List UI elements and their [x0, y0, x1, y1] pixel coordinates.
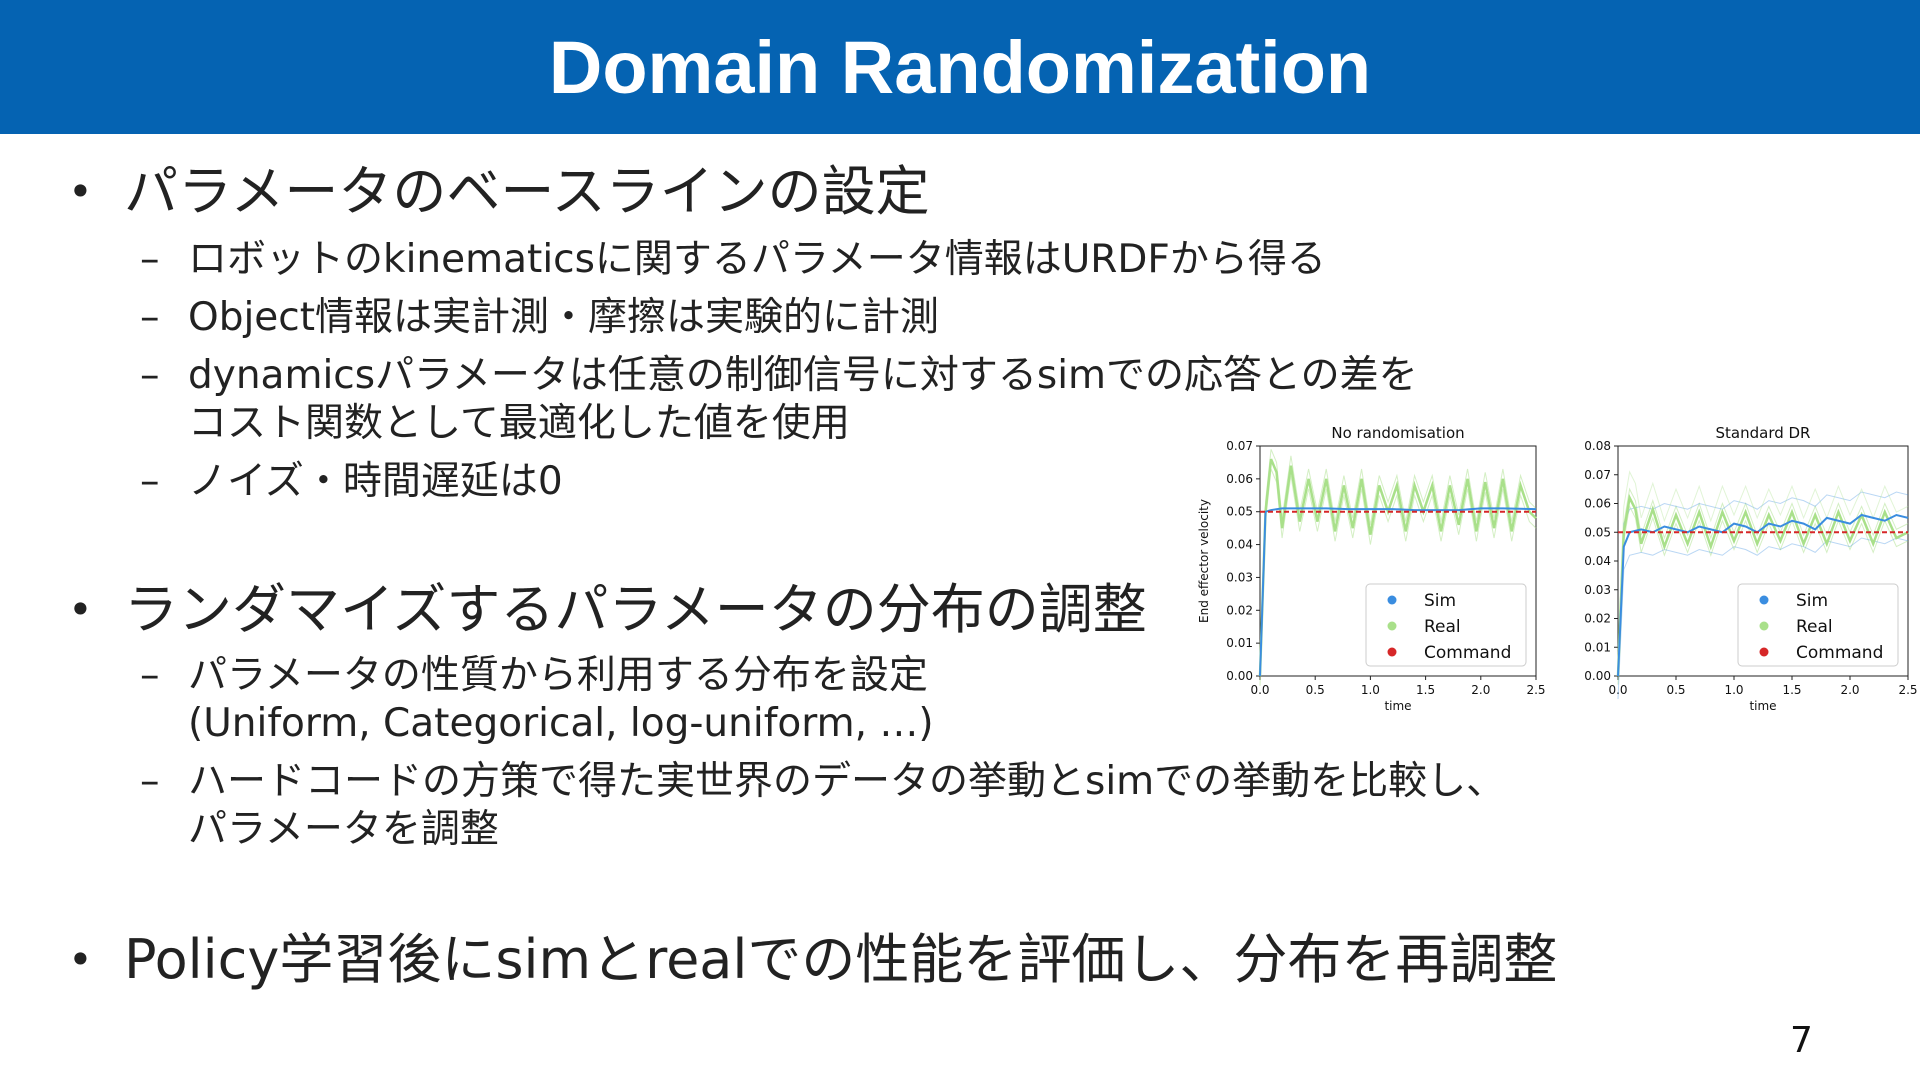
- bullet-dot-icon: •: [68, 935, 93, 984]
- plot-frame: [1259, 445, 1537, 677]
- chart-title: Standard DR: [1716, 424, 1811, 442]
- x-tick-label: 1.5: [1782, 683, 1801, 697]
- legend-marker-sim: [1759, 595, 1769, 605]
- sub-item-text: Object情報は実計測・摩擦は実験的に計測: [188, 295, 940, 340]
- y-axis-label: End effector velocity: [1198, 499, 1211, 623]
- sub-item-text: パラメータの性質から利用する分布を設定: [188, 653, 928, 698]
- bullet-dot-icon: •: [68, 167, 93, 216]
- y-tick-label: 0.04: [1226, 538, 1253, 552]
- series-line-sim: [1259, 507, 1537, 677]
- legend-marker-command: [1387, 647, 1397, 657]
- y-tick-label: 0.03: [1226, 570, 1253, 584]
- legend-box: [1365, 583, 1527, 667]
- y-tick-label: 0.04: [1584, 554, 1611, 568]
- dash-icon: –: [140, 459, 160, 504]
- sub-item-text-continued: (Uniform, Categorical, log-uniform, …): [188, 701, 934, 746]
- sub-item-text: ロボットのkinematicsに関するパラメータ情報はURDFから得る: [188, 237, 1326, 282]
- y-tick-label: 0.05: [1584, 525, 1611, 539]
- legend-label-command: Command: [1796, 643, 1883, 663]
- series-line-real: [1616, 493, 1909, 677]
- bullet-1-text: パラメータのベースラインの設定: [124, 160, 930, 223]
- dash-icon: –: [140, 353, 160, 398]
- x-axis-label: time: [1384, 699, 1411, 713]
- sim-variation-line: [1617, 537, 1909, 700]
- slide-title: Domain Randomization: [548, 25, 1372, 109]
- sub-item-text-continued: パラメータを調整: [188, 807, 499, 852]
- dash-icon: –: [140, 237, 160, 282]
- y-tick-label: 0.08: [1584, 439, 1611, 453]
- x-tick-label: 1.0: [1724, 683, 1743, 697]
- x-tick-label: 2.5: [1898, 683, 1917, 697]
- x-tick-label: 2.0: [1840, 683, 1859, 697]
- x-tick-label: 2.5: [1526, 683, 1545, 697]
- series-line-real: [1258, 458, 1537, 677]
- y-tick-label: 0.01: [1226, 636, 1253, 650]
- x-tick-label: 0.0: [1608, 683, 1627, 697]
- x-tick-label: 0.5: [1306, 683, 1325, 697]
- y-tick-label: 0.02: [1584, 612, 1611, 626]
- chart-title: No randomisation: [1331, 424, 1464, 442]
- sub-item-2-1: –パラメータの性質から利用する分布を設定 (Uniform, Categoric…: [140, 652, 934, 748]
- y-tick-label: 0.03: [1584, 583, 1611, 597]
- sub-item-2-2: –ハードコードの方策で得た実世界のデータの挙動とsimでの挙動を比較し、 パラメ…: [140, 758, 1505, 854]
- legend-label-command: Command: [1424, 643, 1511, 663]
- sub-item-text-continued: コスト関数として最適化した値を使用: [188, 401, 850, 446]
- legend-label-sim: Sim: [1796, 591, 1828, 611]
- page-number: 7: [1790, 1020, 1813, 1061]
- x-tick-label: 0.0: [1250, 683, 1269, 697]
- bullet-dot-icon: •: [68, 585, 93, 634]
- legend-label-real: Real: [1796, 617, 1833, 637]
- sub-item-1-3: –dynamicsパラメータは任意の制御信号に対するsimでの応答との差を コス…: [140, 352, 1418, 448]
- y-tick-label: 0.07: [1584, 468, 1611, 482]
- x-tick-label: 1.0: [1361, 683, 1380, 697]
- title-bar: Domain Randomization: [0, 0, 1920, 134]
- chart-no-randomisation: No randomisation 0.00 0.01 0.02 0.03 0.04 0.05…: [1198, 424, 1546, 713]
- x-axis-label: time: [1749, 699, 1776, 713]
- y-tick-label: 0.00: [1584, 669, 1611, 683]
- bullet-2-text: ランダマイズするパラメータの分布の調整: [124, 578, 1147, 641]
- sub-item-1-1: –ロボットのkinematicsに関するパラメータ情報はURDFから得る: [140, 236, 1326, 284]
- bullet-1: • パラメータのベースラインの設定: [68, 162, 930, 222]
- y-tick-label: 0.02: [1226, 603, 1253, 617]
- y-tick-label: 0.01: [1584, 640, 1611, 654]
- sub-item-text: dynamicsパラメータは任意の制御信号に対するsimでの応答との差を: [188, 353, 1418, 398]
- dash-icon: –: [140, 653, 160, 698]
- dash-icon: –: [140, 759, 160, 804]
- legend-label-real: Real: [1424, 617, 1461, 637]
- legend-marker-command: [1759, 647, 1769, 657]
- sub-item-text: ノイズ・時間遅延は0: [188, 459, 563, 504]
- x-tick-label: 0.5: [1666, 683, 1685, 697]
- dash-icon: –: [140, 295, 160, 340]
- y-tick-label: 0.05: [1226, 505, 1253, 519]
- real-variation-line: [1617, 504, 1909, 685]
- legend-marker-sim: [1387, 595, 1397, 605]
- real-variation-line: [1259, 449, 1537, 667]
- legend-marker-real: [1387, 621, 1397, 631]
- bullet-2: • ランダマイズするパラメータの分布の調整: [68, 580, 1147, 640]
- real-variation-line: [1617, 470, 1909, 651]
- x-tick-label: 2.0: [1471, 683, 1490, 697]
- y-tick-label: 0.07: [1226, 439, 1253, 453]
- sub-item-1-2: –Object情報は実計測・摩擦は実験的に計測: [140, 294, 939, 342]
- legend-marker-real: [1759, 621, 1769, 631]
- x-tick-label: 1.5: [1416, 683, 1435, 697]
- sub-item-1-4: –ノイズ・時間遅延は0: [140, 458, 563, 506]
- y-tick-label: 0.06: [1584, 497, 1611, 511]
- legend-label-sim: Sim: [1424, 591, 1456, 611]
- bullet-3-text: Policy学習後にsimとrealでの性能を評価し、分布を再調整: [124, 928, 1558, 991]
- chart-standard-dr: Standard DR 0.00 0.01 0.02 0.03 0.04 0.05 0.06 0…: [1584, 424, 1917, 713]
- legend-box: [1737, 583, 1899, 667]
- sub-item-text: ハードコードの方策で得た実世界のデータの挙動とsimでの挙動を比較し、: [188, 759, 1506, 804]
- bullet-3: • Policy学習後にsimとrealでの性能を評価し、分布を再調整: [68, 930, 1557, 990]
- y-tick-label: 0.00: [1226, 669, 1253, 683]
- sim-variation-line: [1617, 491, 1909, 654]
- y-tick-label: 0.06: [1226, 472, 1253, 486]
